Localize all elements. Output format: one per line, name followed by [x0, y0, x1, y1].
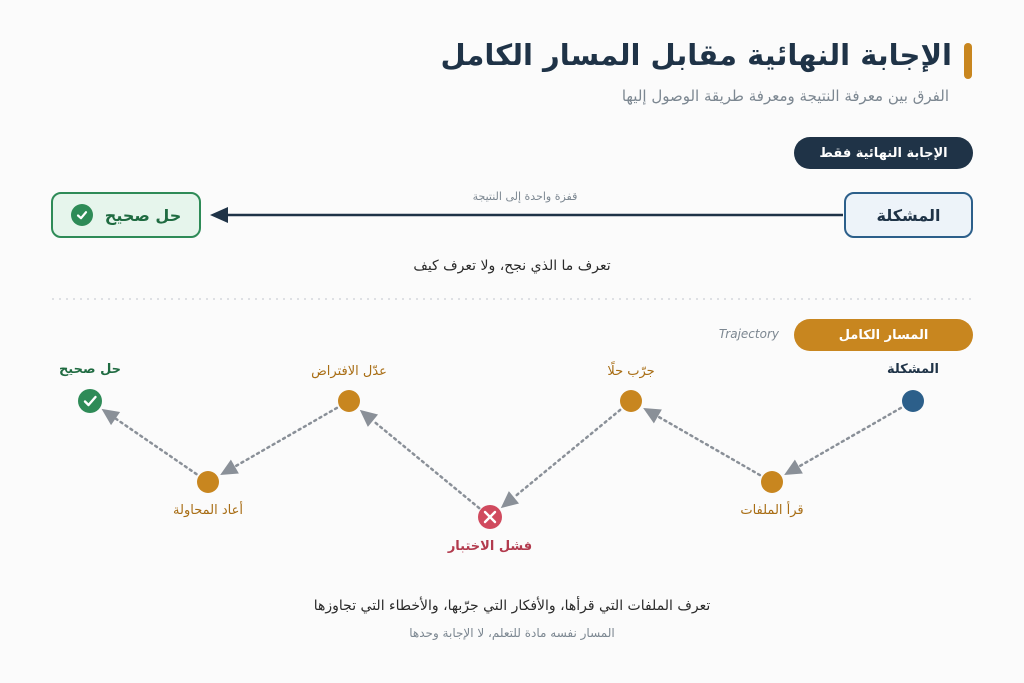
trajectory-edge-line: [797, 406, 903, 468]
final-answer-note: تعرف ما الذي نجح، ولا تعرف كيف: [413, 258, 611, 274]
trajectory-edge-line: [233, 406, 339, 468]
trajectory-edges: [101, 406, 903, 510]
trajectory-node-label: حل صحيح: [58, 362, 122, 377]
trajectory-node-step: [338, 390, 360, 412]
check-icon: [83, 395, 97, 407]
trajectory-node-step: [761, 471, 783, 493]
trajectory-node-label: أعاد المحاولة: [173, 503, 243, 518]
full-trajectory-pill: المسار الكامل: [794, 319, 973, 351]
trajectory-node-start: [902, 390, 924, 412]
trajectory-node-label: فشل الاختبار: [447, 539, 533, 554]
trajectory-edge-line: [512, 408, 622, 499]
trajectory-node-success: [78, 389, 102, 413]
trajectory-node-label: جرّب حلًا: [607, 364, 655, 379]
trajectory-node-step: [197, 471, 219, 493]
trajectory-english-label: Trajectory: [718, 327, 779, 341]
direct-arrow-head: [210, 207, 228, 223]
title-accent-bar: [964, 43, 972, 79]
trajectory-arrow-head: [101, 408, 121, 426]
trajectory-node-label: عدّل الافتراض: [311, 364, 387, 379]
page-subtitle: الفرق بين معرفة النتيجة ومعرفة طريقة الو…: [621, 87, 949, 105]
final-answer-pill: الإجابة النهائية فقط: [794, 137, 973, 169]
trajectory-edge-line: [656, 415, 762, 477]
trajectory-arrow-head: [643, 407, 662, 424]
jump-label: قفزة واحدة إلى النتيجة: [472, 190, 578, 203]
trajectory-arrow-head: [500, 491, 520, 509]
trajectory-edge-line: [114, 417, 198, 476]
trajectory-arrow-head: [359, 409, 379, 427]
trajectory-node-label: قرأ الملفات: [740, 503, 804, 518]
trajectory-note: تعرف الملفات التي قرأها، والأفكار التي ج…: [313, 598, 711, 614]
x-icon: [483, 510, 497, 524]
correct-solution-box: حل صحيح: [51, 192, 201, 238]
page-title: الإجابة النهائية مقابل المسار الكامل: [440, 38, 952, 72]
trajectory-edge-line: [371, 419, 481, 510]
trajectory-node-step: [620, 390, 642, 412]
trajectory-arrow-head: [220, 459, 239, 476]
trajectory-node-label: المشكلة: [886, 362, 940, 377]
problem-box: المشكلة: [844, 192, 973, 238]
problem-box-label: المشكلة: [876, 205, 941, 225]
check-icon: [70, 204, 93, 226]
correct-solution-label: حل صحيح: [104, 205, 182, 225]
trajectory-arrow-head: [784, 459, 803, 476]
trajectory-subnote: المسار نفسه مادة للتعلم، لا الإجابة وحده…: [409, 626, 615, 640]
trajectory-nodes: [78, 389, 924, 529]
